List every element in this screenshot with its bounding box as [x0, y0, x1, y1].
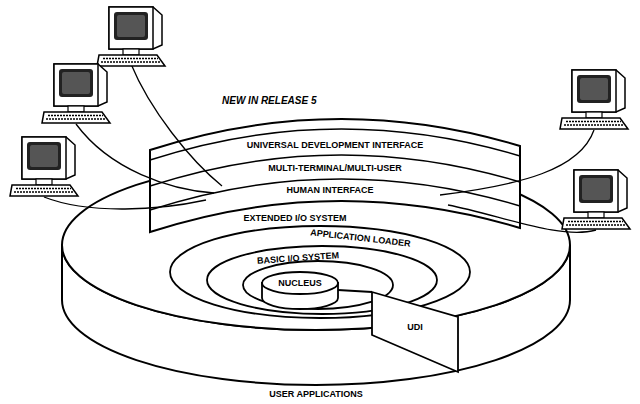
cable	[131, 64, 222, 186]
layer-name: UNIVERSAL DEVELOPMENT INTERFACE	[247, 140, 423, 150]
terminal-icon	[97, 7, 165, 66]
bios-ring	[243, 261, 393, 309]
layer-name: USER APPLICATIONS	[269, 389, 363, 399]
wall-stripe	[150, 179, 520, 210]
interface-band: UNIVERSAL DEVELOPMENT INTERFACE	[245, 140, 425, 150]
interface-band: HUMAN INTERFACE	[285, 185, 376, 195]
wall-body	[150, 119, 520, 232]
cable	[76, 124, 214, 193]
udi-cut	[338, 290, 458, 372]
raised-wall	[150, 119, 520, 232]
terminal-cables	[44, 64, 596, 232]
terminal-icon	[560, 70, 628, 129]
layer-name: EXTENDED I/O SYSTEM	[243, 213, 346, 223]
layer-name: HUMAN INTERFACE	[287, 185, 374, 195]
terminal-icon	[10, 137, 78, 196]
nucleus-top	[262, 272, 338, 294]
application-ring: USER APPLICATIONS	[267, 389, 365, 399]
cable	[440, 130, 594, 195]
nucleus-cylinder: NUCLEUS	[276, 278, 324, 288]
layer-name: NUCLEUS	[278, 278, 322, 288]
layer-ring: EXTENDED I/O SYSTEM	[241, 213, 348, 223]
layer-name: MULTI-TERMINAL/MULTI-USER	[268, 163, 402, 173]
terminal-icon	[42, 64, 110, 123]
cut-face	[372, 292, 458, 372]
terminal-icon	[562, 170, 630, 229]
cut-edge	[338, 290, 372, 292]
eios-ring	[170, 226, 470, 318]
inner-rings	[170, 226, 470, 318]
udi-segment: UDI	[405, 322, 425, 332]
release-note: NEW IN RELEASE 5	[222, 95, 316, 107]
layer-name: UDI	[407, 322, 423, 332]
cable	[44, 197, 206, 209]
terminals	[10, 7, 630, 229]
interface-band: MULTI-TERMINAL/MULTI-USER	[266, 163, 404, 173]
